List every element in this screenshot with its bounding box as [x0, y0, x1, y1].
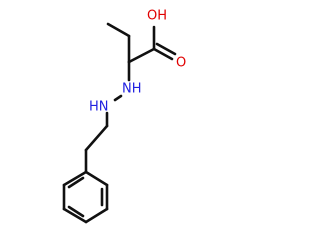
ring-bond-6 [62, 170, 88, 187]
ring-bond-3 [84, 207, 109, 224]
atom-label-oh: OH [147, 9, 167, 24]
bond-c1-o-double-b [155, 42, 177, 56]
molecule-structure: OH O NH HN [62, 9, 186, 224]
ring-double-3 [67, 176, 85, 189]
ring-bond-1 [84, 170, 109, 187]
ring-double-2 [67, 205, 85, 218]
bond-c4-c3 [106, 22, 131, 38]
atom-label-o: O [176, 56, 186, 71]
ring-bond-4 [62, 207, 88, 224]
atom-label-hn: HN [89, 100, 109, 115]
atom-label-nh: NH [122, 82, 142, 97]
bond-c1-o-double-a [152, 47, 174, 61]
bond-c2-c1 [127, 47, 156, 64]
bond-ch2-ch2 [84, 124, 109, 152]
molecule-drawing: OH O NH HN [62, 8, 187, 224]
bond-n1-n2 [113, 94, 123, 102]
